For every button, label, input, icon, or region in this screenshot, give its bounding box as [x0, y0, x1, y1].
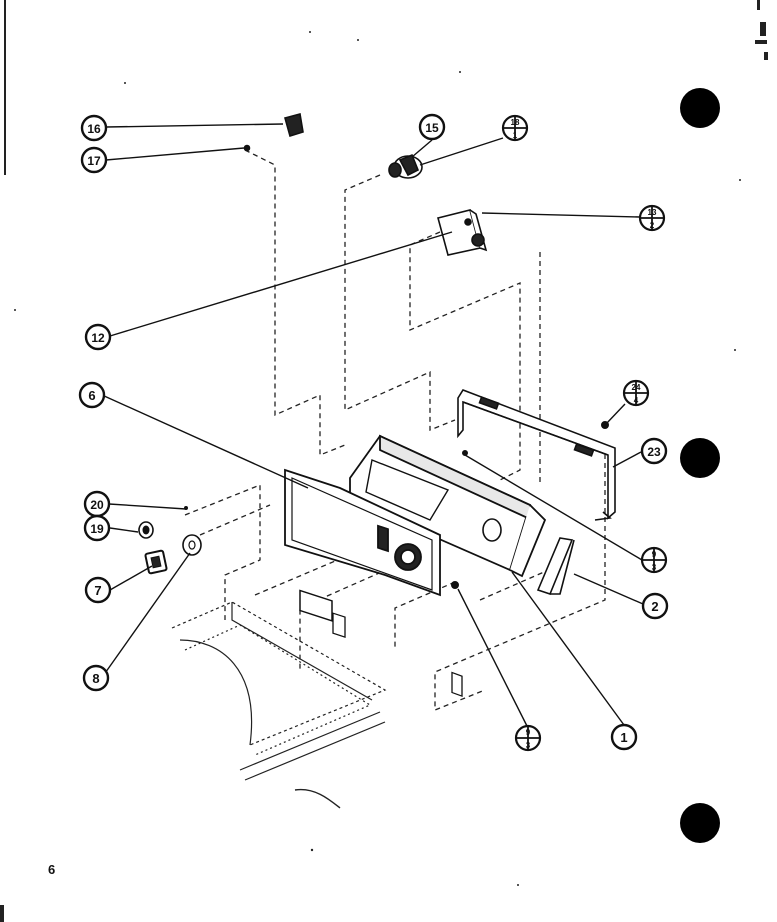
svg-text:9: 9 — [652, 550, 657, 559]
callout-6: 6 — [78, 381, 106, 409]
svg-text:8: 8 — [92, 671, 99, 686]
svg-text:23: 23 — [647, 445, 661, 459]
svg-text:1: 1 — [620, 730, 627, 745]
fraction-callout-24-4: 24 4 — [622, 379, 650, 407]
callout-19: 19 — [83, 514, 111, 542]
dashed-line-timer — [409, 231, 521, 481]
washer-8 — [182, 534, 202, 556]
control-housing-part — [349, 434, 547, 698]
trim-strip-part — [536, 537, 575, 595]
backguard-part — [457, 389, 616, 521]
bezel-7 — [144, 549, 168, 575]
callout-23: 23 — [640, 437, 668, 465]
timer-part — [437, 209, 488, 256]
fraction-callout-9-3-bottom: 9 3 — [514, 724, 542, 752]
svg-text:7: 7 — [94, 583, 101, 598]
loose-hardware — [138, 421, 609, 589]
screw-9-lower — [451, 581, 459, 589]
cabinet-top — [171, 601, 387, 809]
svg-text:6: 6 — [88, 388, 95, 403]
svg-text:2: 2 — [650, 221, 655, 230]
dashed-line-left-lower — [184, 484, 261, 620]
svg-text:9: 9 — [526, 728, 531, 737]
control-panel-part — [284, 468, 441, 638]
svg-text:18: 18 — [511, 118, 520, 127]
callout-16: 16 — [80, 114, 108, 142]
svg-text:16: 16 — [87, 122, 101, 136]
switch-part — [243, 113, 304, 152]
dashed-line-washer — [199, 504, 271, 536]
leader-lines — [101, 123, 644, 729]
svg-text:3: 3 — [526, 741, 531, 750]
knob-part — [388, 153, 423, 179]
callout-7: 7 — [84, 576, 112, 604]
fraction-callout-18-1: 18 1 — [501, 114, 529, 142]
svg-text:15: 15 — [425, 121, 439, 135]
callout-17: 17 — [80, 146, 108, 174]
callout-12: 12 — [84, 323, 112, 351]
callout-1: 1 — [610, 723, 638, 751]
dashed-line-switch — [244, 149, 346, 456]
svg-text:24: 24 — [632, 383, 641, 392]
svg-text:12: 12 — [91, 331, 105, 345]
svg-text:20: 20 — [90, 498, 104, 512]
callout-20: 20 — [83, 490, 111, 518]
binder-hole-bottom — [680, 803, 720, 843]
fraction-callout-9-3-right: 9 3 — [640, 546, 668, 574]
svg-text:17: 17 — [87, 154, 101, 168]
callout-8: 8 — [82, 664, 110, 692]
dashed-line-knob — [344, 174, 456, 431]
page-number: 6 — [48, 862, 56, 877]
svg-text:13: 13 — [648, 208, 657, 217]
dashed-line-right-lower — [434, 445, 606, 711]
screw-9-upper — [462, 450, 468, 456]
svg-text:4: 4 — [634, 396, 639, 405]
svg-text:3: 3 — [652, 563, 657, 572]
binder-hole-middle — [680, 438, 720, 478]
dashed-line-screw-9 — [394, 581, 456, 648]
callout-15: 15 — [418, 113, 446, 141]
svg-text:19: 19 — [90, 522, 104, 536]
callout-2: 2 — [641, 592, 669, 620]
binder-hole-top — [680, 88, 720, 128]
svg-text:1: 1 — [513, 131, 518, 140]
fraction-callout-13-2: 13 2 — [638, 204, 666, 232]
svg-text:2: 2 — [651, 599, 658, 614]
nut-19 — [138, 521, 154, 539]
